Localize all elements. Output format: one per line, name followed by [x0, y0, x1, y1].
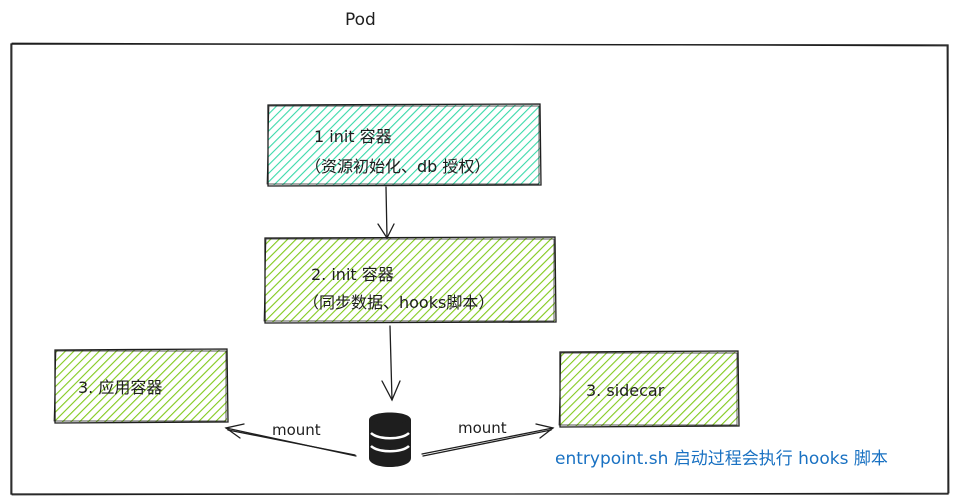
arrow-mount-app [224, 423, 357, 457]
app-container-label: 3. 应用容器 [78, 378, 163, 397]
sidecar-box [558, 350, 740, 428]
entrypoint-note: entrypoint.sh 启动过程会执行 hooks 脚本 [555, 449, 888, 469]
mount-label-left: mount [272, 421, 321, 439]
app-container-box [53, 348, 229, 424]
sidecar-label: 3. sidecar [586, 381, 665, 400]
database-icon [369, 412, 411, 467]
mount-label-right: mount [458, 419, 507, 437]
init-container-2-box [263, 236, 557, 324]
pod-frame [10, 42, 950, 496]
init-container-1-box [266, 103, 542, 187]
init-container-2-title: 2. init 容器 [311, 265, 394, 284]
arrow-init2-to-storage [381, 325, 401, 402]
init-container-1-desc: （资源初始化、db 授权） [305, 157, 491, 176]
pod-label: Pod [345, 10, 376, 30]
init-container-1-title: 1 init 容器 [314, 127, 392, 146]
init-container-2-desc: （同步数据、hooks脚本） [303, 293, 495, 312]
arrow-mount-sidecar [421, 423, 555, 457]
arrow-init1-to-init2 [377, 186, 395, 240]
